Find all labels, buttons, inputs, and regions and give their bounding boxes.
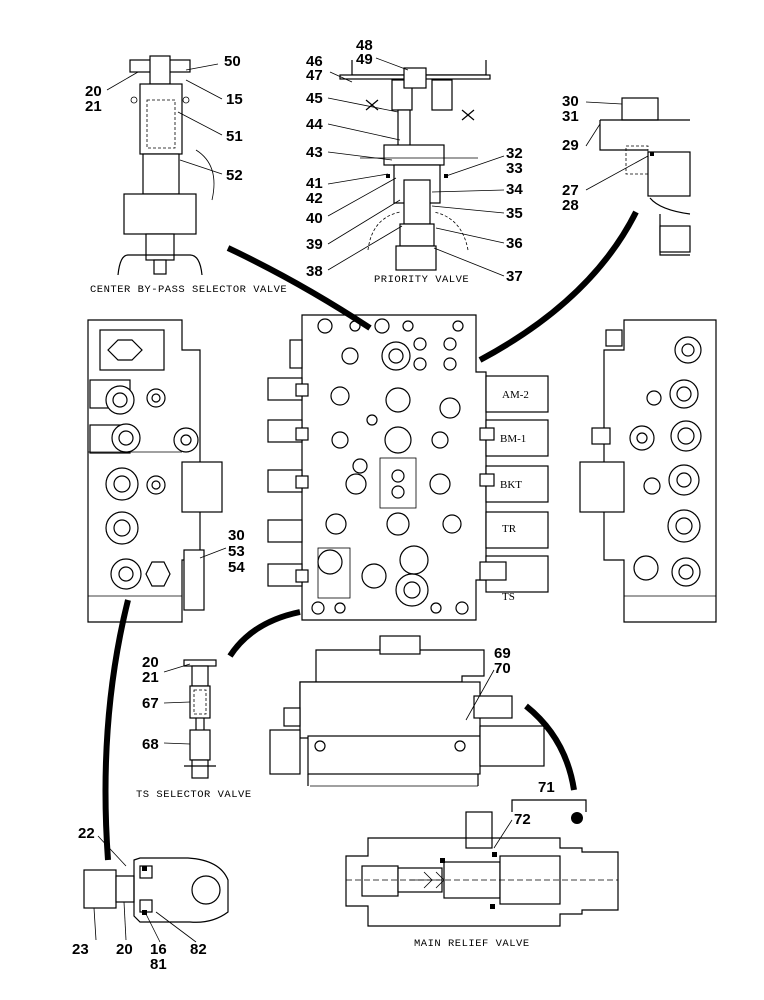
leader-69-70 xyxy=(465,669,495,721)
main-relief-valve-drawing xyxy=(345,799,619,927)
center-right-section-caps xyxy=(479,375,549,593)
caption-ts-selector-valve: TS SELECTOR VALVE xyxy=(136,789,252,801)
bottom-view-drawing xyxy=(269,635,545,787)
callout-30-side: 30 xyxy=(228,527,245,544)
caption-center-bypass-selector-valve: CENTER BY-PASS SELECTOR VALVE xyxy=(90,284,287,296)
center-control-valve-front-view xyxy=(267,314,549,621)
callout-36: 36 xyxy=(506,235,523,252)
section-label-tr: TR xyxy=(502,523,517,535)
section-label-am2: AM-2 xyxy=(502,389,529,401)
center-body-ports xyxy=(311,318,469,615)
callout-22: 22 xyxy=(78,825,95,842)
callout-68: 68 xyxy=(142,736,159,753)
callout-34: 34 xyxy=(506,181,523,198)
callout-20-fitting: 20 xyxy=(116,941,133,958)
callout-43: 43 xyxy=(306,144,323,161)
center-bypass-leaders xyxy=(106,63,223,175)
callout-21: 21 xyxy=(85,98,102,115)
bottom-left-fitting-drawing xyxy=(83,857,229,923)
section-label-bkt: BKT xyxy=(500,479,522,491)
leader-30-53-54 xyxy=(199,547,227,559)
callout-69: 69 xyxy=(494,645,511,662)
callout-51: 51 xyxy=(226,128,243,145)
callout-52: 52 xyxy=(226,167,243,184)
callout-42: 42 xyxy=(306,190,323,207)
callout-20-ts: 20 xyxy=(142,654,159,671)
callout-29: 29 xyxy=(562,137,579,154)
callout-44: 44 xyxy=(306,116,323,133)
callout-46: 46 xyxy=(306,53,323,70)
callout-50: 50 xyxy=(224,53,241,70)
callout-48: 48 xyxy=(356,37,373,54)
callout-33: 33 xyxy=(506,160,523,177)
callout-27: 27 xyxy=(562,182,579,199)
callout-35: 35 xyxy=(506,205,523,222)
section-label-ts: TS xyxy=(502,591,515,603)
callout-20: 20 xyxy=(85,83,102,100)
leader-72 xyxy=(493,819,513,849)
relief-plug-detail-drawing xyxy=(599,97,691,256)
callout-45: 45 xyxy=(306,90,323,107)
section-label-bm1: BM-1 xyxy=(500,433,526,445)
detail-connector-curves xyxy=(102,210,639,861)
callout-37: 37 xyxy=(506,268,523,285)
callout-32: 32 xyxy=(506,145,523,162)
callout-40: 40 xyxy=(306,210,323,227)
callout-39: 39 xyxy=(306,236,323,253)
callout-70: 70 xyxy=(494,660,511,677)
center-bypass-selector-valve-drawing xyxy=(117,55,215,276)
priority-valve-leaders xyxy=(327,57,505,277)
center-left-fittings xyxy=(267,339,309,587)
callout-30: 30 xyxy=(562,93,579,110)
right-side-view-drawing xyxy=(579,319,717,623)
callout-31: 31 xyxy=(562,108,579,125)
callout-71: 71 xyxy=(538,779,555,796)
callout-23: 23 xyxy=(72,941,89,958)
caption-priority-valve: PRIORITY VALVE xyxy=(374,274,469,286)
relief-plug-leaders xyxy=(585,101,649,191)
callout-49: 49 xyxy=(356,51,373,68)
ts-selector-valve-drawing xyxy=(183,659,217,779)
caption-main-relief-valve: MAIN RELIEF VALVE xyxy=(414,938,530,950)
ts-selector-leaders xyxy=(163,663,191,745)
callout-21-ts: 21 xyxy=(142,669,159,686)
callout-53: 53 xyxy=(228,543,245,560)
left-side-view-drawing xyxy=(87,319,223,623)
callout-16: 16 xyxy=(150,941,167,958)
callout-15: 15 xyxy=(226,91,243,108)
callout-72: 72 xyxy=(514,811,531,828)
bottom-left-leaders xyxy=(93,835,197,943)
callout-67: 67 xyxy=(142,695,159,712)
callout-82: 82 xyxy=(190,941,207,958)
callout-54: 54 xyxy=(228,559,245,576)
callout-47: 47 xyxy=(306,67,323,84)
callout-38: 38 xyxy=(306,263,323,280)
priority-valve-drawing xyxy=(339,60,491,271)
callout-28: 28 xyxy=(562,197,579,214)
callout-41: 41 xyxy=(306,175,323,192)
callout-81: 81 xyxy=(150,956,167,973)
